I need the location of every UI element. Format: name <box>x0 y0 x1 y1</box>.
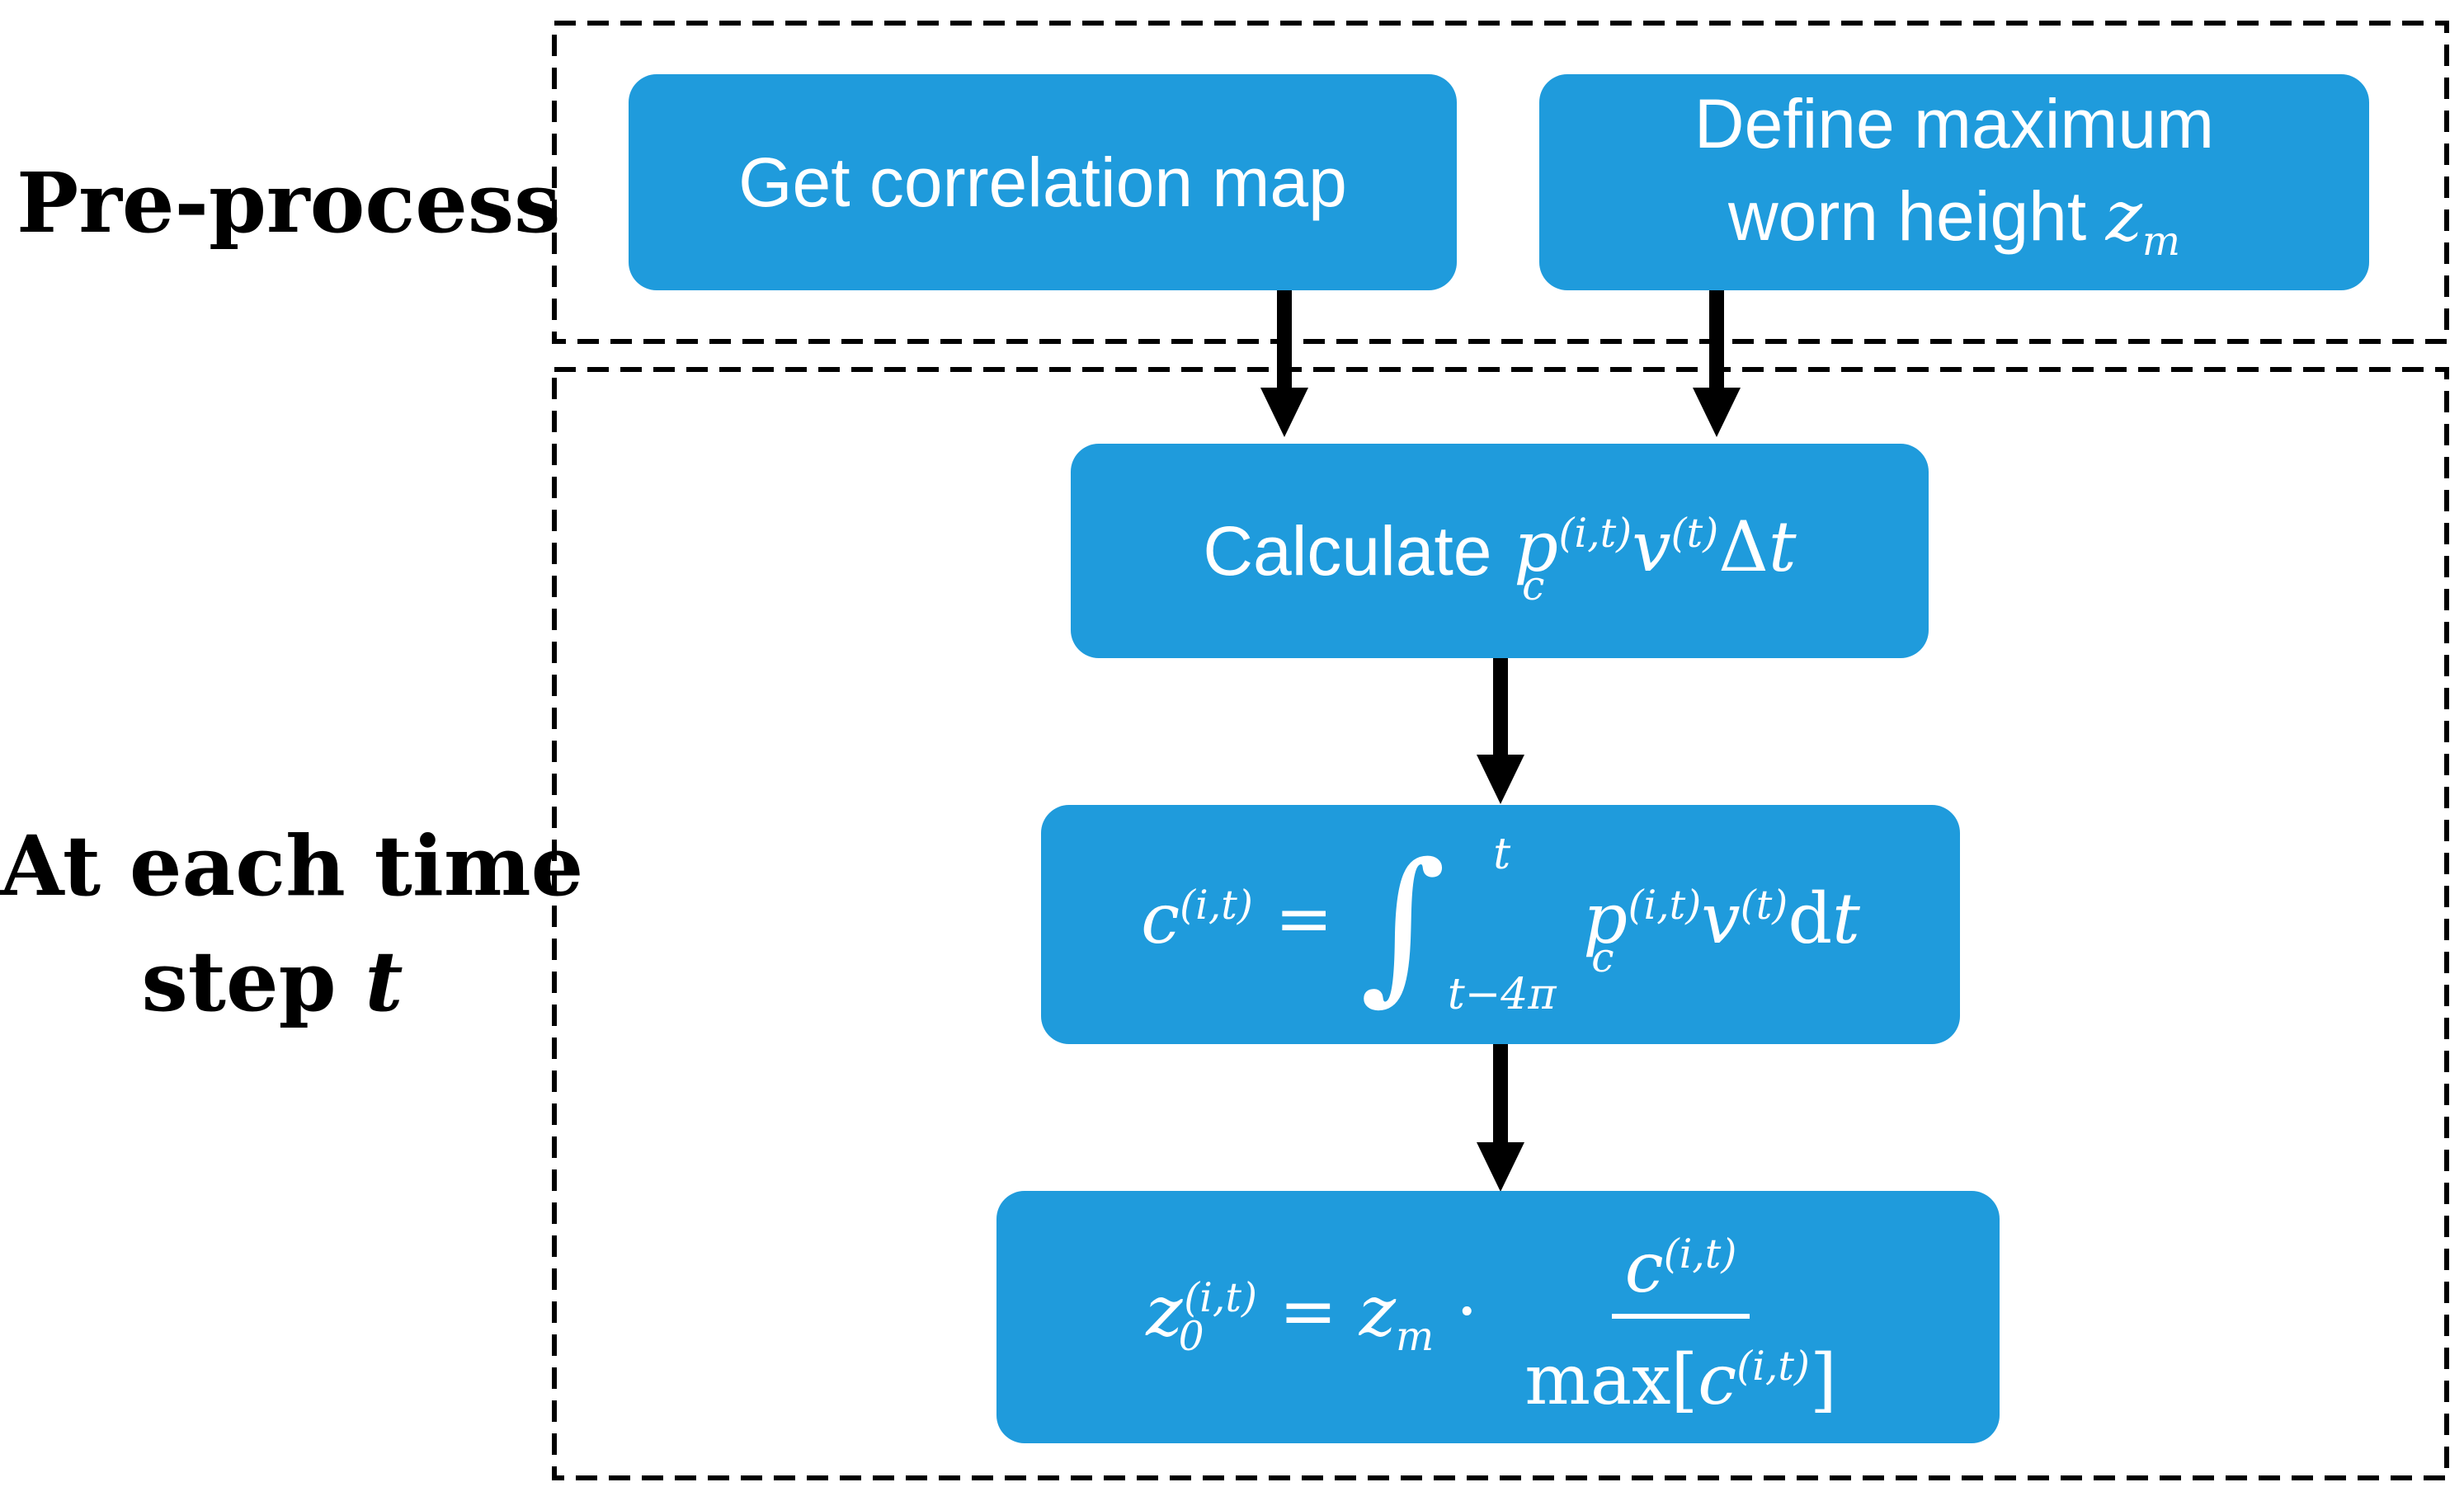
define-max-height-label: Define maximum worn height zm <box>1694 78 2214 288</box>
arrow-calculate-to-integral <box>1477 658 1524 804</box>
timestep-frame <box>552 367 2449 1480</box>
timestep-stage-label: At each time step t <box>0 808 584 1039</box>
get-correlation-map-node: Get correlation map <box>629 74 1457 290</box>
arrow-maxheight-to-calculate <box>1693 290 1741 437</box>
preprocess-frame <box>552 21 2449 344</box>
arrow-integral-to-height <box>1477 1044 1524 1192</box>
define-max-line2-prefix: worn height <box>1727 176 2106 255</box>
preprocess-text: Pre-process <box>16 154 561 252</box>
arrow-correlation-to-calculate <box>1260 290 1308 437</box>
get-correlation-map-label: Get correlation map <box>738 144 1347 221</box>
zm-symbol: zm <box>2105 175 2181 265</box>
define-max-line1: Define maximum <box>1694 84 2215 162</box>
initial-height-node: z0(i,t) = zm · c(i,t)max[c(i,t)] <box>996 1191 2000 1443</box>
normalization-fraction: c(i,t)max[c(i,t)] <box>1511 1213 1849 1421</box>
define-max-height-node: Define maximum worn height zm <box>1539 74 2369 290</box>
calculate-formula: pc(i,t)v(t)Δt <box>1491 506 1797 609</box>
timestep-line2-prefix: step <box>141 933 365 1030</box>
preprocess-stage-label: Pre-process <box>16 145 560 261</box>
define-max-line2: worn height zm <box>1694 170 2214 288</box>
timestep-line1: At each time <box>0 817 584 915</box>
calculate-label: Calculate <box>1203 512 1492 590</box>
timestep-line2: step t <box>0 924 544 1039</box>
initial-height-formula: z0(i,t) = zm · c(i,t)max[c(i,t)] <box>1146 1213 1849 1421</box>
timestep-var: t <box>365 933 403 1030</box>
calculate-node: Calculate pc(i,t)v(t)Δt <box>1071 444 1929 658</box>
